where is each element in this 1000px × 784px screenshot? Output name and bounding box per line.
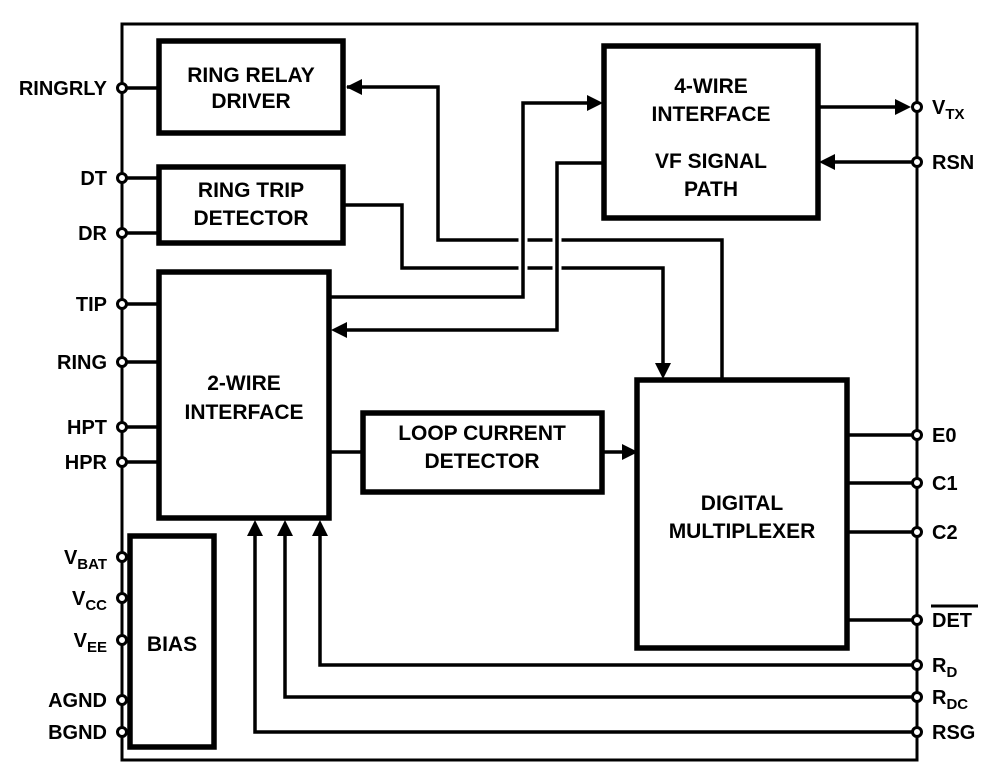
loop-current-detector-label-2: DETECTOR [424,450,539,473]
pin-terminal-c1 [911,477,923,489]
pin-label-hpr: HPR [65,452,108,474]
block-labels: RING RELAY DRIVER RING TRIP DETECTOR 2-W… [147,64,815,656]
pin-terminal-tip [116,298,128,310]
block-bias [127,533,217,750]
arrowhead-into-dmux-top [655,363,671,379]
pin-terminal-vee [116,634,128,646]
wire-rd-to-2wire [318,525,916,667]
arrowhead-rd-into-2wire [312,520,328,536]
block-4-wire-interface [601,43,821,221]
pin-terminal-hpt [116,421,128,433]
pin-label-dr: DR [78,223,107,245]
pin-label-hpt: HPT [67,417,107,439]
wire-rsg-to-2wire [253,525,916,734]
pin-label-rd: RD [932,655,957,681]
pin-terminal-ring [116,356,128,368]
pin-terminal-rsn [911,156,923,168]
ring-relay-driver-label-2: DRIVER [211,90,290,113]
left-pin-labels: RINGRLY DT DR TIP RING HPT HPR VBAT VCC … [19,78,108,744]
arrowhead-into-dmux-left [622,444,638,460]
block-ring-trip-detector [156,164,346,246]
wire-dmux-to-ring-relay [347,85,724,378]
4-wire-interface-label-3: VF SIGNAL [655,150,767,173]
pin-label-det: DET [932,610,972,632]
right-pin-labels: VTX RSN E0 C1 C2 DET RD RDC RSG [931,97,978,744]
pin-terminal-vbat [116,551,128,563]
pin-label-ringrly: RINGRLY [19,78,108,100]
pin-label-agnd: AGND [48,690,107,712]
pin-terminal-vtx [911,101,923,113]
ring-trip-detector-label-1: RING TRIP [198,179,304,202]
pin-terminal-ringrly [116,82,128,94]
pin-terminal-agnd [116,694,128,706]
pin-label-ring: RING [57,352,107,374]
4-wire-interface-label-4: PATH [684,178,738,201]
ring-relay-driver-label-1: RING RELAY [187,64,315,87]
arrowhead-to-vtx-pin [895,99,911,115]
pin-label-rsg: RSG [932,722,975,744]
pin-terminal-dt [116,172,128,184]
digital-multiplexer-label-1: DIGITAL [701,492,784,515]
block-2-wire-interface [156,269,332,521]
4-wire-interface-label-1: 4-WIRE [674,75,748,98]
pin-terminal-dr [116,227,128,239]
pin-label-vcc: VCC [72,588,107,614]
pin-terminal-hpr [116,456,128,468]
pin-label-bgnd: BGND [48,722,107,744]
pin-label-rsn: RSN [932,152,974,174]
pin-label-rdc: RDC [932,687,968,713]
arrowhead-into-4wire-right [819,154,835,170]
2-wire-interface-label-2: INTERFACE [184,401,303,424]
arrowhead-into-4wire-left [587,95,603,111]
pin-terminals [116,82,923,738]
bias-label: BIAS [147,633,197,656]
wire-2wire-to-4wire-tx [329,101,598,299]
arrowheads [247,79,911,536]
block-ring-relay-driver [156,38,346,136]
2-wire-interface-label-1: 2-WIRE [207,372,281,395]
pin-terminal-c2 [911,526,923,538]
pin-label-vbat: VBAT [64,547,107,573]
pin-label-c2: C2 [932,522,958,544]
arrowhead-into-ring-relay [346,79,362,95]
loop-current-detector-label-1: LOOP CURRENT [398,422,566,445]
pin-label-vee: VEE [74,630,107,656]
pin-terminal-e0 [911,429,923,441]
pin-label-e0: E0 [932,425,956,447]
pin-label-tip: TIP [76,294,107,316]
block-digital-multiplexer [634,377,850,651]
digital-multiplexer-label-2: MULTIPLEXER [669,520,816,543]
pin-label-vtx: VTX [932,97,965,123]
pin-terminal-det [911,614,923,626]
arrowhead-into-2wire-right [331,322,347,338]
4-wire-interface-label-2: INTERFACE [651,103,770,126]
pin-terminal-rd [911,659,923,671]
pin-terminal-bgnd [116,726,128,738]
block-loop-current-detector [360,410,605,495]
wire-4wire-to-2wire-rx [335,161,606,332]
arrowhead-rdc-into-2wire [277,520,293,536]
ring-trip-detector-label-2: DETECTOR [193,207,308,230]
pin-label-c1: C1 [932,473,958,495]
wire-ringtrip-to-dmux [341,203,665,374]
pin-label-dt: DT [80,168,107,190]
pin-terminal-rdc [911,691,923,703]
arrowhead-rsg-into-2wire [247,520,263,536]
wire-rdc-to-2wire [283,525,916,699]
blocks [127,38,850,750]
pin-terminal-vcc [116,592,128,604]
pin-terminal-rsg [911,726,923,738]
